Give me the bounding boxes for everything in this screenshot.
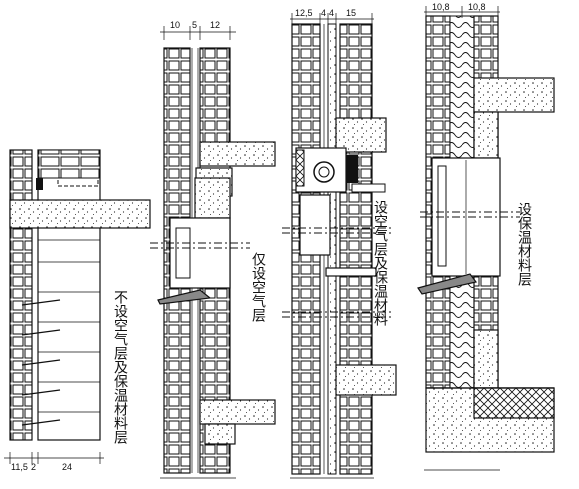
section-a-label: 不设空气层及保温材料层 xyxy=(112,290,128,444)
dim-b-3: 12 xyxy=(210,20,220,30)
dim-c-3: 4 xyxy=(329,8,334,18)
dim-c-1: 12,5 xyxy=(295,8,313,18)
dim-a-3: 24 xyxy=(62,462,72,472)
dim-d-2: 10,8 xyxy=(468,2,486,12)
section-a: 11,5 2 24 xyxy=(4,149,151,472)
section-d: 10,8 10,8 xyxy=(417,2,555,471)
dim-c-2: 4 xyxy=(321,8,326,18)
section-d-label: 设保温材料层 xyxy=(516,202,532,286)
dim-d-1: 10,8 xyxy=(432,2,450,12)
dim-a-2: 2 xyxy=(31,462,36,472)
section-b-label: 仅设空气层 xyxy=(250,252,266,322)
dim-b-1: 10 xyxy=(170,20,180,30)
section-c: 12,5 4 4 15 xyxy=(282,8,397,479)
section-b: 10 5 12 xyxy=(150,20,276,479)
dim-a-1: 11,5 xyxy=(11,462,28,472)
dim-c-4: 15 xyxy=(346,8,356,18)
section-c-label: 设空气层及保温材料 xyxy=(372,200,388,326)
dim-b-2: 5 xyxy=(192,20,197,30)
